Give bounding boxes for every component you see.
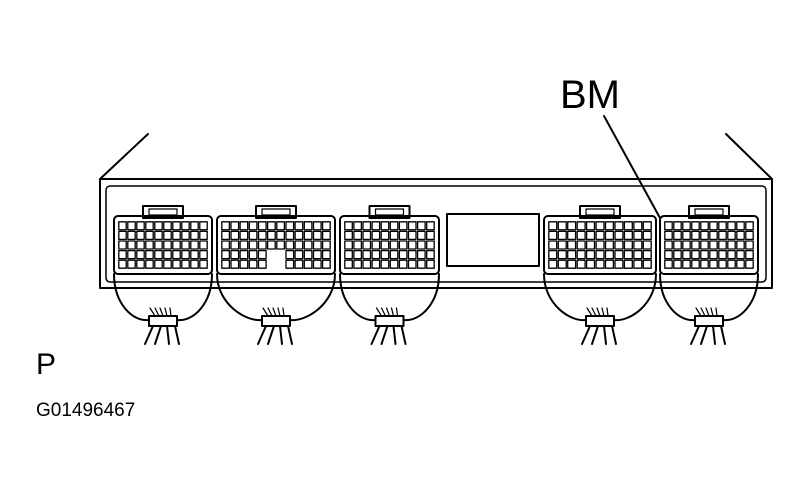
latch-tab [368, 205, 411, 219]
wire-harness [339, 273, 440, 345]
blank-port [446, 213, 540, 267]
connector-group [113, 205, 759, 345]
latch-tab [688, 205, 730, 219]
latch-tab [142, 205, 184, 219]
section-label: P [36, 348, 56, 381]
wire-harness [113, 273, 213, 345]
connector-1 [113, 205, 213, 345]
callout-label-bm: BM [560, 73, 620, 117]
pin-grid [664, 221, 754, 269]
pin-grid [344, 221, 435, 269]
housing-perspective-lines [99, 133, 773, 180]
latch-tab [255, 205, 297, 219]
pin-grid [221, 221, 331, 269]
connector-4 [543, 205, 657, 345]
wire-harness [659, 273, 759, 345]
wire-harness [543, 273, 657, 345]
wire-harness [216, 273, 336, 345]
pin-grid [118, 221, 208, 269]
figure-id: G01496467 [36, 400, 135, 421]
pin-grid [548, 221, 652, 269]
connector-3 [339, 205, 440, 345]
latch-tab [579, 205, 621, 219]
ecu-housing [99, 178, 773, 289]
connector-2 [216, 205, 336, 345]
connector-5 [659, 205, 759, 345]
bm-leader-line [603, 115, 661, 219]
